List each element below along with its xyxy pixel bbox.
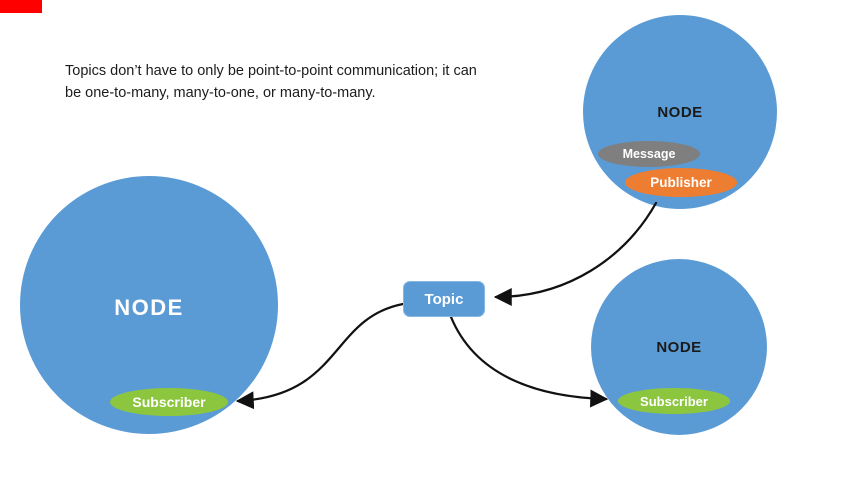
arrow-topic-to-bottom-right-subscriber bbox=[449, 315, 609, 408]
topic-box: Topic bbox=[403, 281, 485, 317]
publisher-pill: Publisher bbox=[625, 168, 737, 197]
red-marker-bar bbox=[0, 0, 42, 13]
subscriber-pill-left: Subscriber bbox=[110, 388, 228, 416]
subscriber-pill-bottom-right: Subscriber bbox=[618, 388, 730, 414]
message-pill: Message bbox=[598, 141, 700, 167]
description-text: Topics don’t have to only be point-to-po… bbox=[65, 63, 477, 102]
